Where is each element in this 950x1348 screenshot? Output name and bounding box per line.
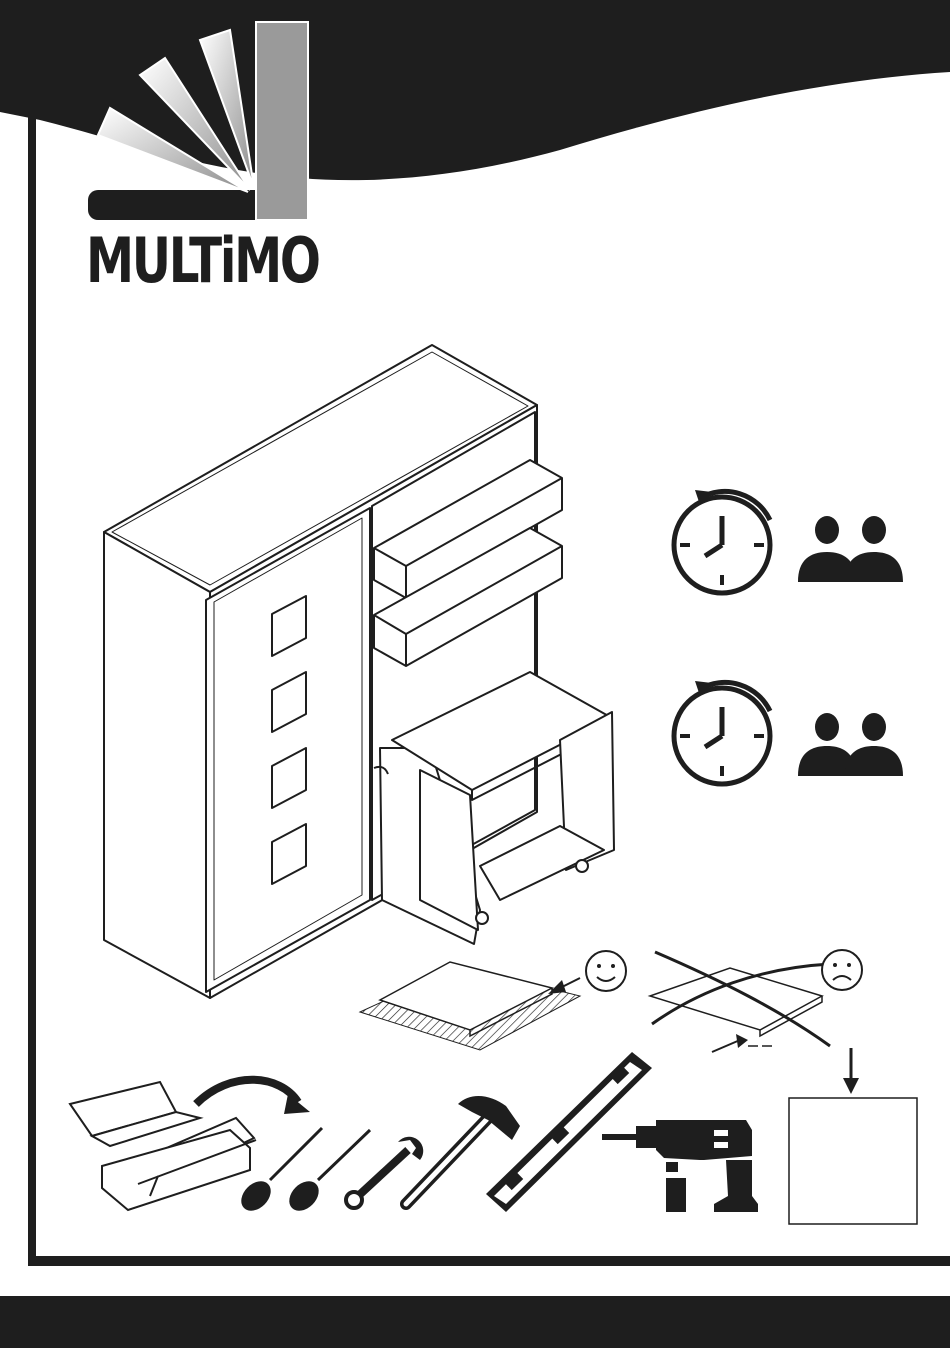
incorrect-surface-illustration	[650, 950, 862, 1052]
brand-name: MULTiMO	[86, 230, 265, 292]
correct-surface-illustration	[360, 951, 626, 1050]
two-people-icon	[798, 516, 903, 582]
clock-icon	[674, 681, 770, 784]
wardrobe-illustration	[104, 345, 614, 998]
smiley-happy-icon	[586, 951, 626, 991]
two-people-icon	[798, 713, 903, 776]
drill-icon	[602, 1120, 758, 1212]
clock-icon	[674, 490, 770, 593]
blank-box	[789, 1098, 917, 1224]
arrow-curve-icon	[196, 1080, 310, 1114]
assembly-time-row-2	[674, 681, 903, 784]
footer-band	[0, 1296, 950, 1348]
header-wave	[0, 0, 950, 180]
toolbox-icon	[70, 1082, 256, 1210]
smiley-sad-icon	[822, 950, 862, 990]
assembly-time-row-1	[674, 490, 903, 593]
down-arrow-icon	[843, 1048, 859, 1094]
